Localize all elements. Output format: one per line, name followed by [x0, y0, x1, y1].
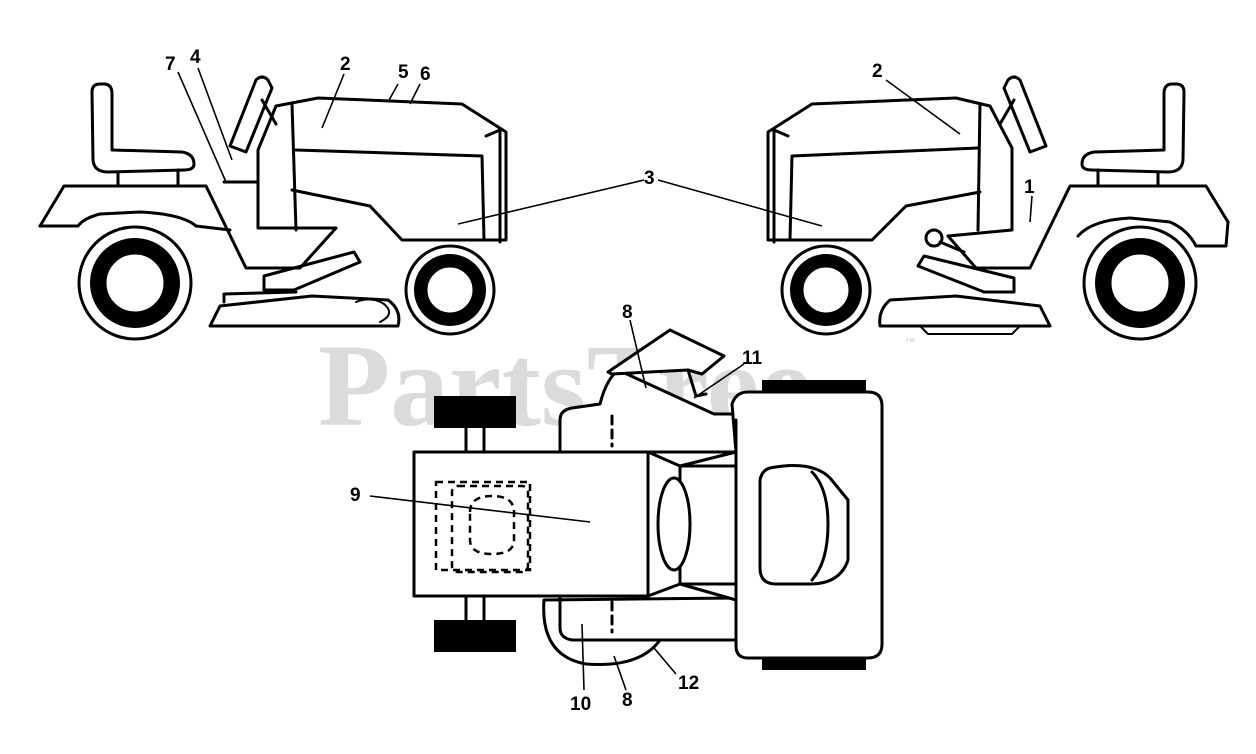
top-hood: [678, 390, 884, 660]
top-dashed-cushion: [468, 494, 516, 556]
right-lever-knob: [924, 228, 944, 248]
callout-4: 4: [190, 47, 201, 68]
right-lever: [938, 240, 966, 254]
left-steering-wheel: [228, 75, 278, 154]
right-seat: [1080, 82, 1186, 174]
right-dash-line: [976, 102, 982, 232]
callout-8-top: 8: [622, 302, 633, 323]
callout-12: 12: [678, 673, 699, 694]
tractor-right-side-view: [766, 75, 1230, 341]
left-seat-post: [116, 168, 180, 188]
left-lower-frame: [38, 210, 232, 232]
left-dash-line: [290, 102, 298, 232]
top-rear-left-tire: [434, 396, 516, 428]
callout-10: 10: [570, 694, 591, 715]
right-front-hub: [800, 264, 852, 316]
watermark-trademark: ™: [905, 337, 915, 348]
leader-lines: [177, 67, 1033, 691]
callout-9: 9: [350, 485, 361, 506]
left-front-wheel: [404, 244, 496, 336]
right-lower-frame: [1076, 216, 1230, 248]
top-rear-right-tire: [434, 620, 516, 652]
callout-6: 6: [420, 64, 431, 85]
left-rear-wheel: [77, 225, 193, 341]
right-rear-hub: [1108, 251, 1172, 315]
callout-1: 1: [1024, 177, 1035, 198]
left-grille: [484, 128, 502, 244]
callout-2-right: 2: [872, 61, 883, 82]
top-grille: [758, 464, 850, 586]
right-mower-deck: [878, 294, 1052, 328]
right-steering-wheel: [998, 75, 1048, 154]
right-rear-body: [766, 96, 1230, 270]
callout-5: 5: [398, 62, 409, 83]
right-seat-post: [1096, 168, 1160, 188]
left-rear-body: [38, 96, 508, 270]
left-front-hub: [424, 264, 476, 316]
callout-8-bottom: 8: [622, 690, 633, 711]
right-hood-line: [788, 146, 980, 242]
tractor-left-side-view: [38, 75, 508, 341]
right-grille: [772, 128, 790, 244]
top-steering-wheel: [656, 476, 692, 572]
top-seat-flap: [606, 328, 726, 376]
right-front-wheel: [780, 244, 872, 336]
top-hood-edges: [678, 464, 738, 586]
top-dashed-seat: [450, 484, 530, 574]
left-foot-pedal: [262, 250, 362, 292]
right-deck-skirt: [919, 325, 1021, 335]
callout-3: 3: [644, 168, 655, 189]
right-rear-wheel: [1082, 225, 1198, 341]
top-fender-lower: [542, 596, 738, 666]
right-foot-pedal: [916, 254, 1016, 294]
callout-2-left: 2: [340, 54, 351, 75]
left-rear-hub: [103, 251, 167, 315]
tractor-top-view: [412, 328, 884, 670]
left-mower-deck: [208, 290, 401, 328]
callout-labels: 1 2 2 3 4 5 6 7 8 8 9 10 11 12: [165, 47, 1035, 715]
top-fender-lower-inner: [558, 596, 662, 642]
top-dashed-panel: [434, 480, 532, 572]
callout-11: 11: [742, 348, 763, 369]
callout-7: 7: [165, 54, 176, 75]
top-axles: [464, 426, 486, 622]
left-hood-line: [294, 148, 486, 242]
left-deck-chute: [355, 298, 391, 323]
left-seat: [90, 82, 196, 174]
top-grille-curve: [810, 470, 830, 582]
